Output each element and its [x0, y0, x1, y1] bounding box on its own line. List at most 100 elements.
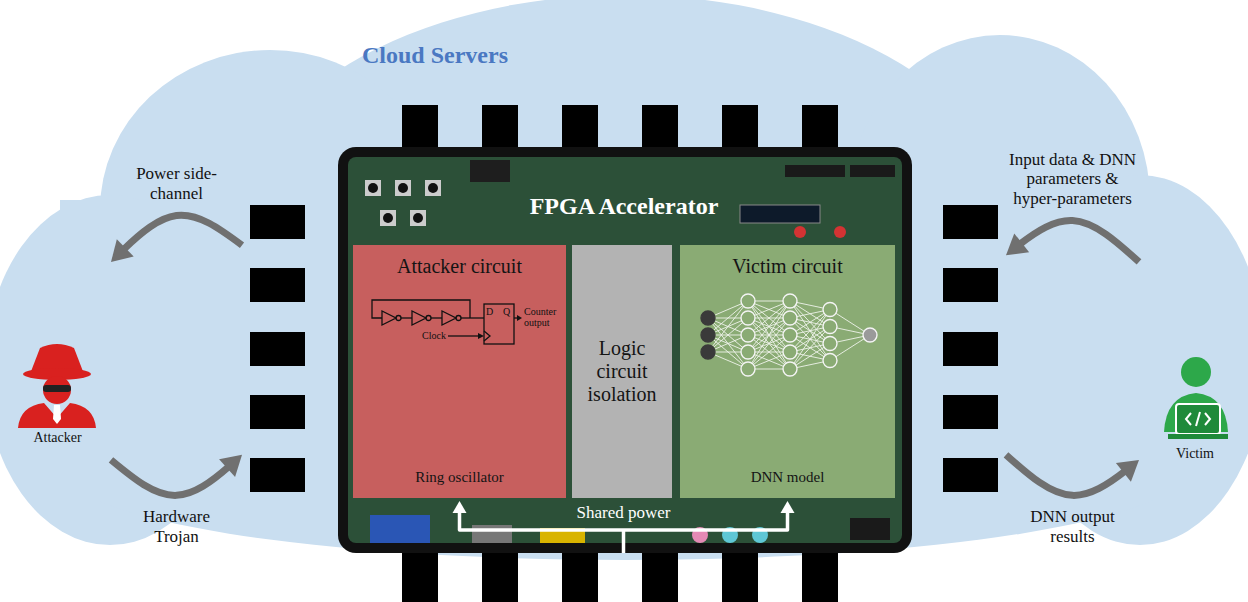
isolation-box: Logic circuit isolation	[572, 245, 672, 498]
wire	[401, 317, 412, 318]
arrow-head	[1116, 460, 1139, 482]
button	[410, 210, 426, 226]
wire	[431, 317, 442, 318]
arrow-head	[1006, 233, 1029, 255]
connector	[460, 501, 788, 530]
pin	[943, 332, 998, 366]
network-link	[748, 301, 790, 352]
board-frame	[338, 147, 912, 553]
neuron	[741, 328, 755, 342]
chip	[470, 160, 510, 182]
code-bracket	[1205, 413, 1210, 425]
button	[395, 180, 411, 196]
box-label: Logic circuit isolation	[576, 337, 668, 406]
hdmi-connector	[472, 525, 512, 543]
glasses	[43, 385, 71, 392]
arrow-head	[517, 315, 522, 321]
victim-icon	[1164, 357, 1228, 439]
edge-label: Power side-channel	[122, 164, 232, 203]
neuron	[701, 311, 715, 325]
chip-pins	[250, 105, 998, 602]
inverter-bubble	[456, 316, 461, 321]
neuron	[741, 294, 755, 308]
connector	[111, 455, 242, 496]
arrow-head	[453, 501, 467, 513]
edge-label-box: Input data & DNN parameters & hyper-para…	[1005, 150, 1140, 209]
arrow-head	[111, 239, 134, 262]
network-link	[748, 301, 790, 352]
pin	[943, 395, 998, 429]
neuron	[701, 328, 715, 342]
button-cap	[398, 183, 408, 193]
attacker-circuit-box: Attacker circuitRing oscillator	[353, 245, 566, 498]
button-cap	[428, 183, 438, 193]
flip-flop-symbol	[484, 304, 514, 344]
pin	[943, 268, 998, 302]
tie	[53, 405, 61, 424]
actor-label: Attacker	[33, 430, 81, 446]
button	[425, 180, 441, 196]
edge-label: DNN output results	[1023, 507, 1123, 546]
neuron	[741, 362, 755, 376]
connector	[1006, 455, 1139, 496]
head	[1181, 357, 1211, 387]
neuron	[741, 311, 755, 325]
edge-label-box: Shared power	[559, 503, 689, 523]
signal-name: Clock	[404, 330, 446, 341]
laptop-base	[1168, 434, 1228, 439]
neuron	[823, 337, 837, 351]
pin-name-box: D	[486, 306, 496, 317]
pin	[482, 545, 518, 602]
red-button	[794, 226, 806, 238]
button-cap	[413, 213, 423, 223]
pin	[250, 205, 305, 239]
clock-marker	[484, 331, 490, 341]
pin	[642, 545, 678, 602]
edge-label-box: DNN output results	[1023, 507, 1123, 546]
inverter-symbol	[382, 311, 396, 325]
pcb	[348, 157, 902, 543]
attacker-icon	[18, 344, 96, 428]
pin	[943, 458, 998, 492]
laptop	[1176, 404, 1220, 434]
pin	[562, 545, 598, 602]
network-link	[748, 318, 790, 369]
power-jack	[850, 518, 890, 540]
box-heading: Attacker circuit	[397, 255, 522, 278]
arrow-head	[781, 501, 795, 513]
button-cap	[368, 183, 378, 193]
head	[43, 376, 71, 404]
code-bracket	[1186, 413, 1191, 425]
fpga-board: FPGA AcceleratorAttacker circuitRing osc…	[248, 103, 1000, 602]
edge-label: Shared power	[559, 503, 689, 523]
figure-caption: Ring oscillator	[415, 469, 504, 486]
vga-connector	[370, 515, 430, 543]
neuron	[783, 362, 797, 376]
button	[365, 180, 381, 196]
edge-label-box: Hardware Trojan	[127, 507, 227, 546]
network-link	[708, 301, 748, 352]
actor-label: Victim	[1176, 446, 1214, 462]
wire	[461, 317, 484, 318]
ring-oscillator-symbol	[372, 300, 518, 344]
cloud-body	[60, 200, 1190, 500]
pin	[250, 332, 305, 366]
header	[850, 165, 895, 177]
neuron	[823, 320, 837, 334]
cloud-shape	[0, 0, 1248, 560]
network-link	[748, 318, 790, 369]
pin	[802, 545, 838, 602]
neuron	[823, 354, 837, 368]
pin-name: Q	[503, 306, 513, 317]
arrow-head	[478, 333, 484, 339]
neuron	[783, 311, 797, 325]
pin	[250, 458, 305, 492]
clock-wire	[448, 335, 479, 336]
inverter-bubble	[396, 316, 401, 321]
cloud-title: Cloud Servers	[362, 42, 508, 70]
lcd	[740, 205, 820, 223]
header	[785, 165, 845, 177]
button	[380, 210, 396, 226]
arrow-head	[219, 455, 242, 477]
neuron	[783, 345, 797, 359]
